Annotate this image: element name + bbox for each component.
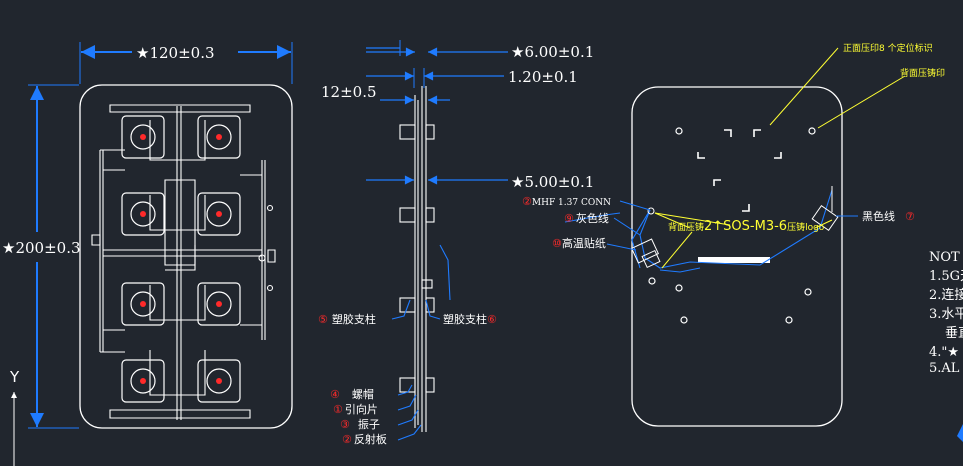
panel-outline	[79, 84, 293, 429]
thickness-dimension: ★6.00±0.1	[511, 43, 594, 61]
side-profile	[399, 86, 435, 432]
back-mark-note: 背面压铸印	[900, 67, 945, 79]
post-dimension: ★5.00±0.1	[511, 173, 594, 191]
note-line-3: 3.水平	[929, 307, 963, 322]
mounting-holes	[648, 127, 816, 324]
model-engraving: 背面压铸2↑SOS-M3-6压铸logo	[668, 219, 825, 234]
offset-dimension: 12±0.5	[321, 83, 377, 101]
note-line-5: 5.AL	[929, 361, 960, 376]
width-dimension: ★120±0.3	[136, 44, 215, 62]
label-bar	[698, 257, 770, 263]
notes-title: NOT	[929, 250, 960, 265]
callout-post-right: 塑胶支柱⑥	[443, 312, 497, 326]
note-line-2: 2.连接	[929, 287, 963, 303]
connectors	[630, 186, 839, 269]
feed-network	[91, 104, 276, 420]
callout-conn: ②MHF 1.37 CONN	[522, 195, 611, 208]
cables	[631, 189, 833, 273]
y-axis-label: Y	[9, 368, 20, 386]
feed-points	[140, 134, 222, 384]
front-mark-note: 正面压印8 个定位标识	[843, 42, 933, 54]
callout-tape: ⑩高温贴纸	[552, 236, 606, 250]
yellow-leaders	[654, 47, 906, 269]
note-line-3b: 垂直	[945, 326, 963, 341]
locating-marks	[697, 129, 782, 212]
note-line-1: 1.5G天	[929, 269, 963, 284]
height-dimension: ★200±0.3	[2, 239, 81, 257]
note-line-4: 4."★	[929, 345, 959, 360]
back-panel-outline	[631, 86, 843, 427]
front-view: ★120±0.3 ★200±0.3 Y	[2, 42, 293, 466]
dipole-elements	[121, 115, 241, 403]
back-view: 正面压印8 个定位标识 背面压铸印 背面压铸2↑SOS-M3-6压铸logo ②…	[522, 42, 945, 427]
side-leaders	[391, 212, 621, 441]
notes-block: NOT 1.5G天 2.连接 3.水平 垂直 4."★ 5.AL	[929, 250, 963, 442]
reflector-dimension: 1.20±0.1	[508, 68, 578, 86]
